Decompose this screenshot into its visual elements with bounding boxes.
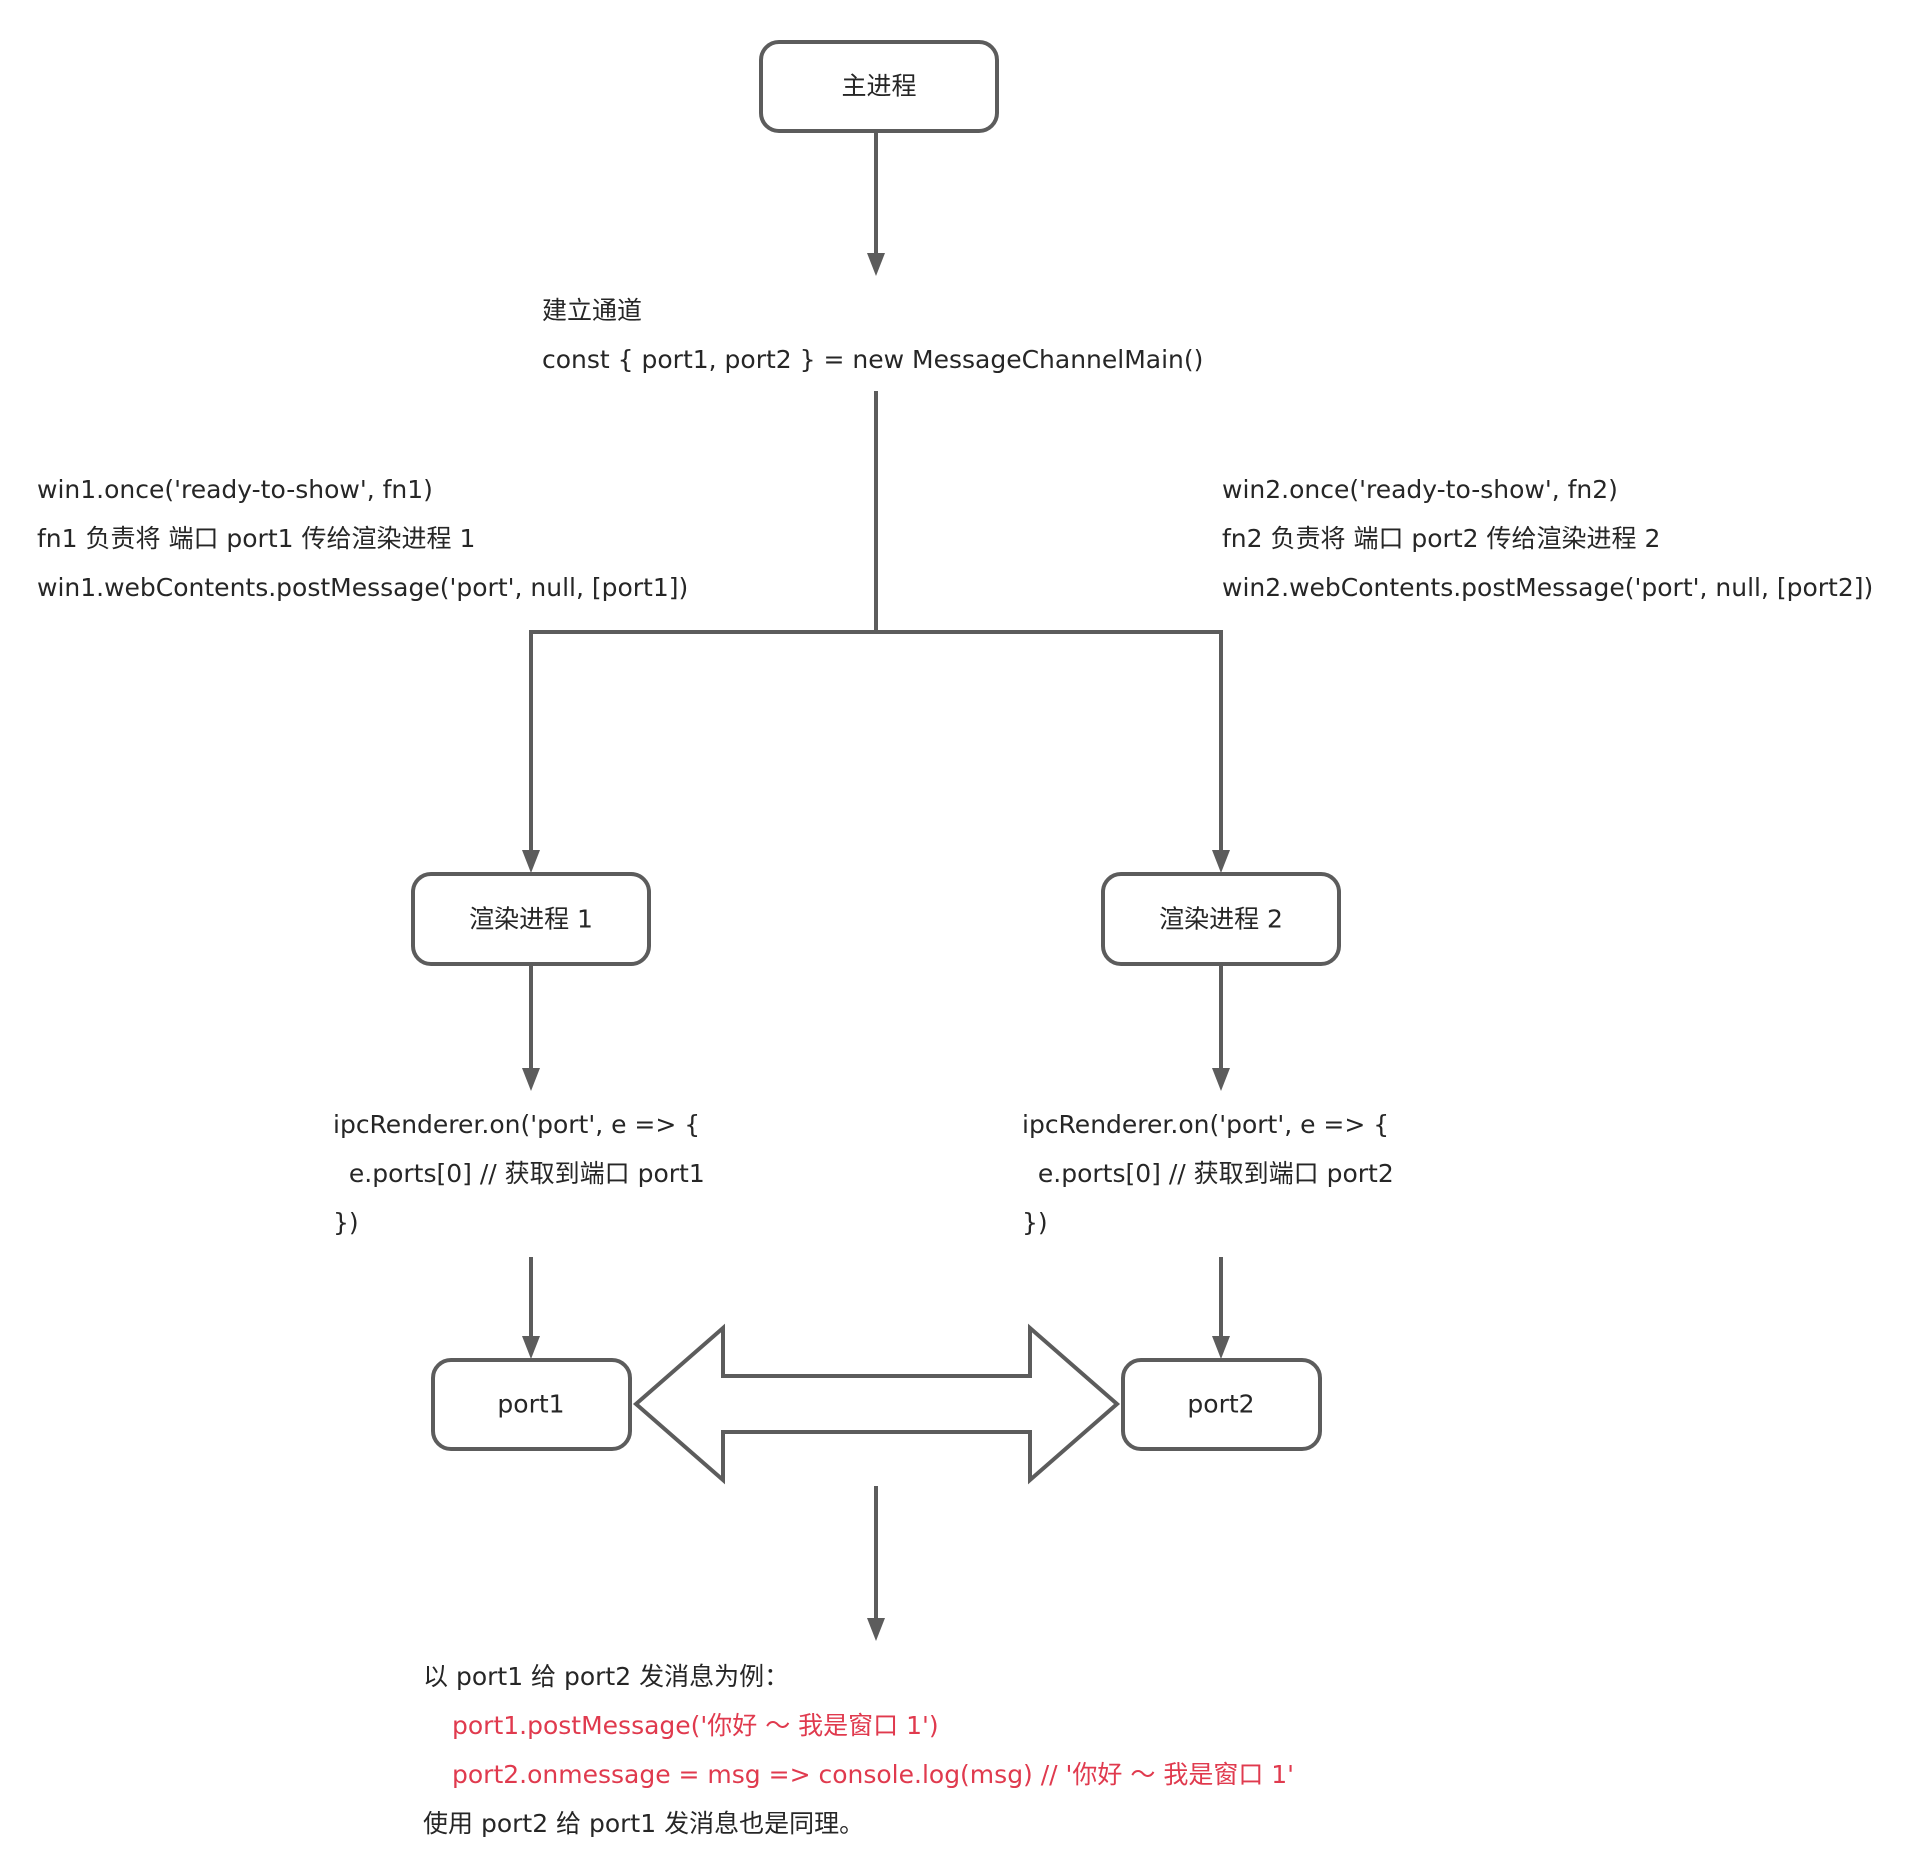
right-branch-line: fn2 负责将 端口 port2 传给渲染进程 2 bbox=[1222, 524, 1661, 553]
renderer2-code-line: e.ports[0] // 获取到端口 port2 bbox=[1022, 1159, 1394, 1188]
left-branch-line: win1.once('ready-to-show', fn1) bbox=[37, 475, 433, 504]
example-outro: 使用 port2 给 port1 发消息也是同理。 bbox=[423, 1809, 865, 1838]
arrowhead-icon bbox=[522, 1336, 540, 1359]
main-process-label: 主进程 bbox=[841, 72, 916, 101]
arrowhead-icon bbox=[1212, 850, 1230, 873]
renderer1-code-line: }) bbox=[333, 1208, 359, 1237]
renderer1-code-line: ipcRenderer.on('port', e => { bbox=[333, 1110, 701, 1139]
left-branch-line: win1.webContents.postMessage('port', nul… bbox=[37, 573, 689, 602]
renderer2-code-line: ipcRenderer.on('port', e => { bbox=[1022, 1110, 1390, 1139]
arrowhead-icon bbox=[867, 1618, 885, 1641]
arrowhead-icon bbox=[1212, 1068, 1230, 1091]
main-process-box bbox=[759, 40, 999, 133]
arrowhead-icon bbox=[522, 850, 540, 873]
arrowhead-icon bbox=[867, 253, 885, 276]
example-code-line: port2.onmessage = msg => console.log(msg… bbox=[452, 1760, 1295, 1789]
port2-label: port2 bbox=[1187, 1390, 1254, 1419]
arrowhead-icon bbox=[522, 1068, 540, 1091]
right-branch-line: win2.once('ready-to-show', fn2) bbox=[1222, 475, 1618, 504]
bidirectional-arrow bbox=[632, 1323, 1121, 1485]
branch-connector bbox=[529, 630, 1223, 854]
port1-box bbox=[431, 1358, 632, 1451]
port2-box bbox=[1121, 1358, 1322, 1451]
renderer1-label: 渲染进程 1 bbox=[469, 905, 593, 934]
channel-code: const { port1, port2 } = new MessageChan… bbox=[542, 345, 1204, 374]
renderer1-code-line: e.ports[0] // 获取到端口 port1 bbox=[333, 1159, 705, 1188]
renderer2-label: 渲染进程 2 bbox=[1159, 905, 1283, 934]
channel-title: 建立通道 bbox=[542, 296, 643, 325]
example-code-line: port1.postMessage('你好 ～ 我是窗口 1') bbox=[452, 1711, 939, 1740]
port1-label: port1 bbox=[497, 1390, 564, 1419]
renderer2-code-line: }) bbox=[1022, 1208, 1048, 1237]
example-intro: 以 port1 给 port2 发消息为例： bbox=[423, 1662, 790, 1691]
left-branch-line: fn1 负责将 端口 port1 传给渲染进程 1 bbox=[37, 524, 476, 553]
right-branch-line: win2.webContents.postMessage('port', nul… bbox=[1222, 573, 1874, 602]
arrowhead-icon bbox=[1212, 1336, 1230, 1359]
